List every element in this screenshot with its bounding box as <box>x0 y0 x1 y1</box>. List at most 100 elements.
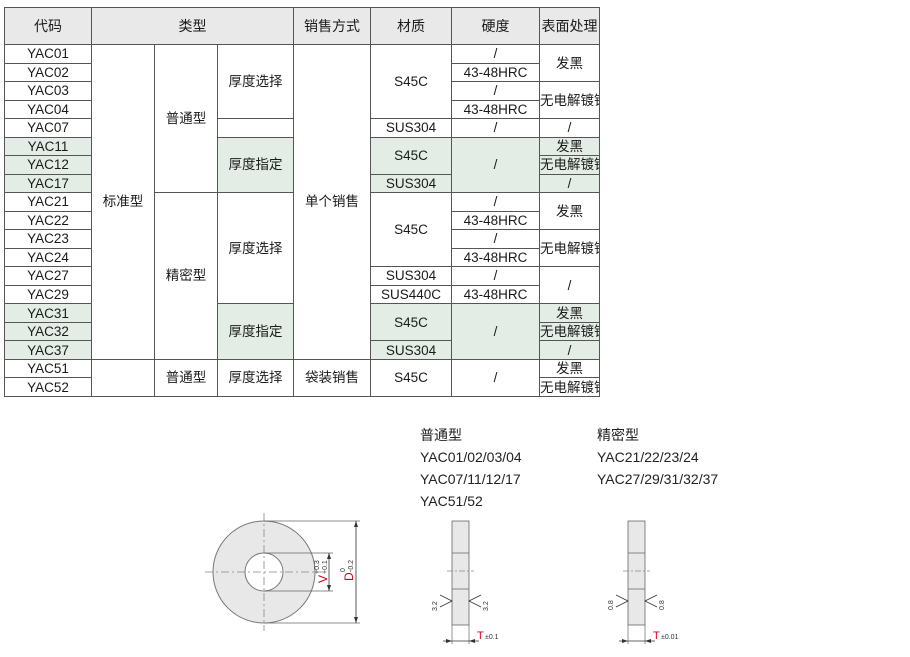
code-cell: YAC21 <box>4 192 92 212</box>
material-cell: SUS304 <box>370 266 453 286</box>
spec-table: 代码 类型 销售方式 材质 硬度 表面处理 YAC01 标准型 普通型 厚度选择… <box>4 6 600 398</box>
material-cell: SUS440C <box>370 284 453 305</box>
header-material: 材质 <box>370 6 453 46</box>
code-cell: YAC01 <box>4 44 92 64</box>
type-std-cell: 标准型 <box>91 44 155 360</box>
code-cell: YAC32 <box>4 321 92 342</box>
arrow-icon <box>354 521 358 527</box>
header-hardness: 硬度 <box>451 6 541 46</box>
hardness-cell: / <box>451 358 541 398</box>
header-code: 代码 <box>4 6 92 46</box>
arrow-icon <box>446 639 452 643</box>
hardness-cell: 43-48HRC <box>451 284 541 305</box>
roughness-icon <box>439 594 453 608</box>
roughness-icon <box>468 594 482 608</box>
hardness-cell: 43-48HRC <box>451 210 541 231</box>
surface-cell: 发黑 <box>539 192 600 231</box>
code-cell: YAC37 <box>4 340 92 360</box>
washer-front-drawing: V +0.3 +0.1 D 0 -0.2 <box>205 513 360 631</box>
normal-line: YAC07/11/12/17 <box>420 471 521 487</box>
code-cell: YAC02 <box>4 62 92 83</box>
normal-line: YAC01/02/03/04 <box>420 449 522 465</box>
code-cell: YAC12 <box>4 155 92 175</box>
surface-cell: 发黑 <box>539 358 600 379</box>
sale-bag-cell: 袋装销售 <box>293 358 372 398</box>
material-cell: S45C <box>370 303 453 342</box>
precision-notes: 精密型 YAC21/22/23/24 YAC27/29/31/32/37 <box>597 424 718 490</box>
type-normal-cell: 普通型 <box>154 358 218 398</box>
code-cell: YAC22 <box>4 210 92 231</box>
code-cell: YAC24 <box>4 247 92 268</box>
hardness-cell: / <box>451 81 541 101</box>
roughness-label: 0.8 <box>659 600 666 610</box>
sale-single-cell: 单个销售 <box>293 44 372 360</box>
arrow-icon <box>645 639 651 643</box>
normal-title: 普通型 <box>420 427 462 443</box>
code-cell: YAC29 <box>4 284 92 305</box>
v-label: V <box>316 575 330 583</box>
roughness-icon <box>644 594 658 608</box>
v-tol-lower: +0.1 <box>322 560 329 574</box>
surface-cell: 无电解镀镍 <box>539 321 600 342</box>
hardness-cell: / <box>451 44 541 64</box>
material-cell: S45C <box>370 136 453 175</box>
roughness-icon <box>615 594 629 608</box>
hardness-cell: / <box>451 136 541 194</box>
hardness-cell: / <box>451 266 541 286</box>
material-cell: S45C <box>370 44 453 120</box>
precision-line: YAC21/22/23/24 <box>597 449 699 465</box>
surface-cell: 发黑 <box>539 136 600 157</box>
arrow-icon <box>327 585 331 591</box>
normal-line: YAC51/52 <box>420 493 483 509</box>
header-type: 类型 <box>90 6 295 46</box>
thickness-select-cell: 厚度选择 <box>216 192 295 305</box>
material-cell: S45C <box>370 192 453 268</box>
roughness-label: 3.2 <box>483 601 490 611</box>
arrow-icon <box>354 617 358 623</box>
normal-notes: 普通型 YAC01/02/03/04 YAC07/11/12/17 YAC51/… <box>420 424 522 512</box>
material-cell: SUS304 <box>370 118 453 138</box>
code-cell: YAC11 <box>4 136 92 157</box>
header-sales: 销售方式 <box>293 6 372 46</box>
thickness-select-cell: 厚度选择 <box>216 358 295 398</box>
type-normal-cell: 普通型 <box>154 44 218 194</box>
arrow-icon <box>327 553 331 559</box>
code-cell: YAC17 <box>4 173 92 194</box>
t-tolerance: ±0.01 <box>661 634 679 641</box>
roughness-label: 3.2 <box>432 601 439 611</box>
d-tol-upper: 0 <box>340 568 347 572</box>
surface-cell: / <box>539 266 600 305</box>
surface-cell: 发黑 <box>539 303 600 323</box>
code-cell: YAC07 <box>4 118 92 138</box>
type-precision-cell: 精密型 <box>154 192 218 360</box>
hardness-cell: 43-48HRC <box>451 247 541 268</box>
code-cell: YAC04 <box>4 99 92 120</box>
thickness-specify-cell: 厚度指定 <box>216 136 295 194</box>
thickness-specify-cell: 厚度指定 <box>216 303 295 360</box>
material-cell: SUS304 <box>370 173 453 194</box>
d-tol-lower: -0.2 <box>348 560 355 572</box>
hardness-cell: / <box>451 303 541 360</box>
hardness-cell: / <box>451 192 541 212</box>
surface-cell: 无电解镀镍 <box>539 81 600 120</box>
normal-side-drawing: 3.2 3.2 T ±0.1 <box>432 520 499 644</box>
arrow-icon <box>622 639 628 643</box>
side-body <box>451 520 470 626</box>
precision-title: 精密型 <box>597 427 639 443</box>
code-cell: YAC23 <box>4 229 92 249</box>
precision-line: YAC27/29/31/32/37 <box>597 471 719 487</box>
d-label: D <box>342 572 356 581</box>
code-cell: YAC27 <box>4 266 92 286</box>
thickness-select-cell <box>216 118 295 138</box>
code-cell: YAC03 <box>4 81 92 101</box>
surface-cell: / <box>539 173 600 194</box>
surface-cell: 无电解镀镍 <box>539 155 600 175</box>
surface-cell: / <box>539 118 600 138</box>
precision-side-drawing: 0.8 0.8 T ±0.01 <box>608 520 679 644</box>
surface-cell: 无电解镀镍 <box>539 229 600 268</box>
t-label: T <box>653 630 660 642</box>
t-label: T <box>477 630 484 642</box>
hardness-cell: / <box>451 229 541 249</box>
surface-cell: 无电解镀镍 <box>539 377 600 397</box>
code-cell: YAC51 <box>4 358 92 379</box>
